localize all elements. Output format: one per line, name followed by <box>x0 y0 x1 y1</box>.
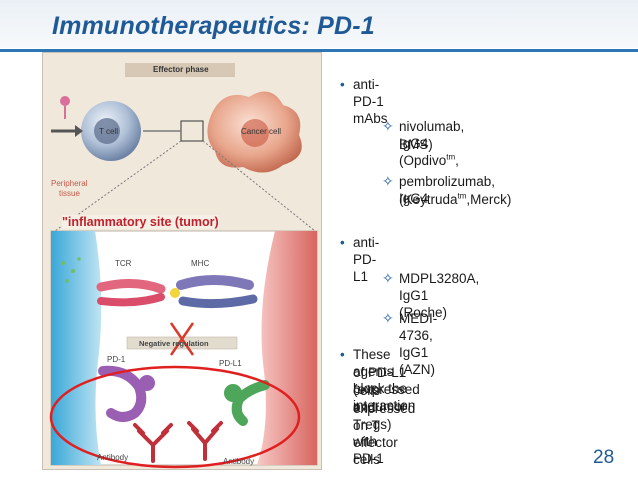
negative-regulation-label: Negative regulation <box>139 339 209 348</box>
antibody-left-label: Antibody <box>97 453 129 462</box>
antibody-right-label: Antibody <box>223 457 255 466</box>
pd1-receptor <box>98 365 147 422</box>
t-cell-label: T cell <box>99 127 118 136</box>
antibody-right-shape <box>187 421 223 461</box>
slide-title: Immunotherapeutics: PD-1 <box>52 12 375 40</box>
pd1-illustration <box>49 63 318 469</box>
star-icon: ✧ <box>382 270 394 286</box>
star-icon: ✧ <box>382 173 394 189</box>
tcr-receptor <box>96 279 166 294</box>
peripheral-label-1: Peripheral <box>51 179 88 188</box>
mhc-molecule <box>176 275 254 290</box>
bullet-dot: • <box>340 77 345 92</box>
pdl1-label: PD-L1 <box>219 359 242 368</box>
antibody-left-shape <box>133 423 173 463</box>
effector-phase-label: Effector phase <box>153 65 209 74</box>
title-rule <box>0 49 638 52</box>
bullet-dot: • <box>340 347 345 362</box>
title-band <box>0 0 638 48</box>
tcr-label: TCR <box>115 259 132 268</box>
effector-phase-header <box>125 63 235 77</box>
pd1-label: PD-1 <box>107 355 126 364</box>
star-icon: ✧ <box>382 118 394 134</box>
star-icon: ✧ <box>382 310 394 326</box>
peripheral-label-2: tissue <box>59 189 80 198</box>
bullet-dot: • <box>340 235 345 250</box>
cancer-cell-label: Cancer cell <box>241 127 282 136</box>
mhc-label: MHC <box>191 259 210 268</box>
highlight-ellipse <box>49 365 301 469</box>
inflammatory-site-label: "inflammatory site (tumor) <box>62 215 219 229</box>
page-number: 28 <box>593 447 615 468</box>
pd1-figure: Effector phase T cell Cancer cell Periph… <box>42 52 322 470</box>
